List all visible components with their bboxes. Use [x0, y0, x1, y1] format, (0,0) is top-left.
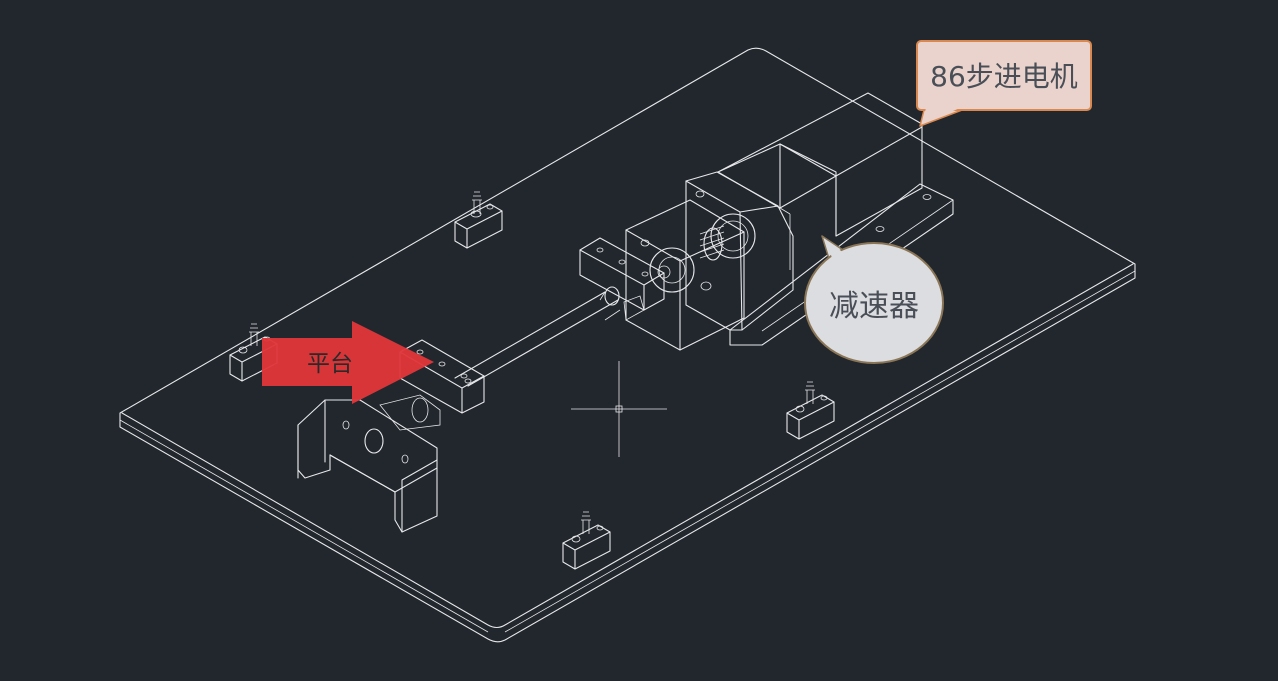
base-plate [119, 47, 1136, 643]
mounting-post-right [786, 381, 835, 440]
reducer-label: 减速器 [829, 289, 919, 324]
crosshair-cursor-icon [571, 361, 667, 457]
end-bracket [297, 394, 441, 533]
reducer-callout: 减速器 [804, 235, 944, 364]
mounting-post-top [454, 191, 503, 249]
platform-label: 平台 [307, 351, 353, 377]
lead-screw-shaft [454, 286, 621, 387]
front-bearing-block [579, 237, 665, 321]
motor-callout: 86步进电机 [916, 40, 1092, 127]
motor-label: 86步进电机 [930, 60, 1078, 93]
mounting-post-bottom [562, 511, 611, 570]
gearbox-reducer [625, 171, 794, 351]
carriage-block [399, 339, 485, 414]
stepper-motor-body [717, 92, 923, 270]
platform-arrow-callout: 平台 [262, 321, 434, 404]
